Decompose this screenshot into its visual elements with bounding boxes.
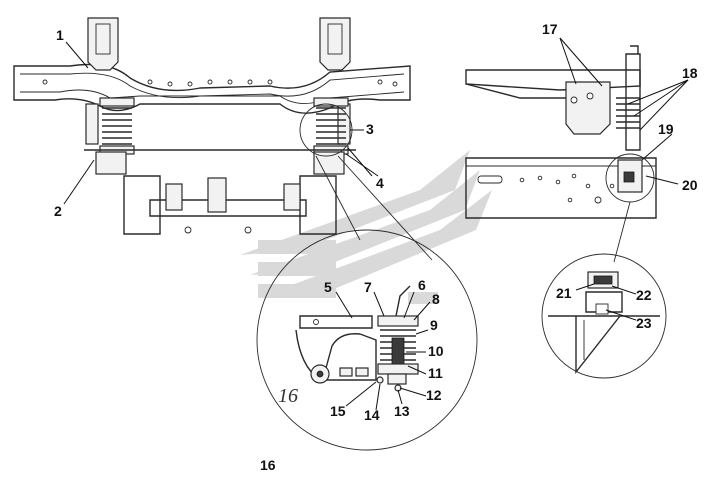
figure-caption-number: 16 xyxy=(260,457,276,473)
callout-9: 9 xyxy=(430,317,438,333)
callout-4: 4 xyxy=(376,175,384,191)
rail-holes xyxy=(519,173,615,204)
callout-10: 10 xyxy=(428,343,444,359)
callout-3: 3 xyxy=(366,121,374,137)
spring-left xyxy=(99,97,135,155)
frame-holes xyxy=(42,79,398,87)
side-frame-rail xyxy=(465,45,657,263)
callout-7: 7 xyxy=(364,279,372,295)
callout-1: 1 xyxy=(56,27,64,43)
side-spring xyxy=(616,97,640,129)
callout-5: 5 xyxy=(324,279,332,295)
callout-2: 2 xyxy=(54,203,62,219)
callout-23: 23 xyxy=(636,315,652,331)
front-frame-assembly xyxy=(13,17,433,261)
callout-11: 11 xyxy=(428,365,443,381)
callout-15: 15 xyxy=(330,403,346,419)
callout-12: 12 xyxy=(426,387,442,403)
detail-bracket-view xyxy=(541,253,667,379)
callout-14: 14 xyxy=(364,407,380,423)
callout-6: 6 xyxy=(418,277,426,293)
callout-20: 20 xyxy=(682,177,698,193)
callout-17: 17 xyxy=(542,21,558,37)
callout-19: 19 xyxy=(658,121,674,137)
watermark-logo xyxy=(240,150,492,298)
callout-18: 18 xyxy=(682,65,698,81)
callout-21: 21 xyxy=(556,285,572,301)
detail-script-label: 16 xyxy=(278,385,298,407)
detail-spring-stack xyxy=(377,315,419,385)
spring-right xyxy=(313,97,349,155)
callout-13: 13 xyxy=(394,403,410,419)
callout-labels: 1 2 3 4 5 6 7 8 9 10 11 12 13 14 15 17 1… xyxy=(54,21,698,473)
callout-8: 8 xyxy=(432,291,440,307)
callout-22: 22 xyxy=(636,287,652,303)
detail-spring-view: 16 xyxy=(256,229,478,451)
leader-lines xyxy=(63,37,689,411)
